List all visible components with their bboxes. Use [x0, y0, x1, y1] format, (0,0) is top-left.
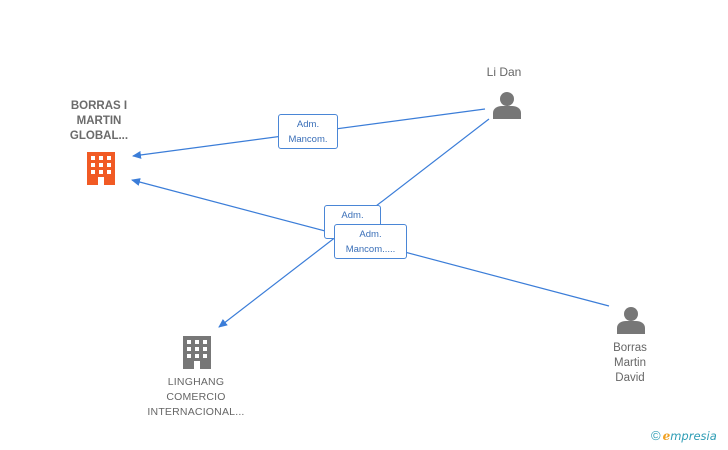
brand-name: mpresia [670, 429, 717, 443]
relation-label-line: Mancom. [288, 134, 328, 145]
relation-label-adm-mancom[interactable]: Adm. Mancom. [278, 114, 338, 149]
relation-label-line: Adm. [296, 119, 320, 130]
empresia-logo: ©empresia [651, 428, 717, 443]
relation-label-adm-mancom-truncated[interactable]: Adm. Mancom..... [334, 224, 407, 259]
person-name-line: David [615, 372, 645, 384]
company-name-borras-global[interactable]: BORRAS I MARTIN GLOBAL... [40, 99, 158, 144]
company-name-line: BORRAS I [70, 100, 128, 112]
building-icon[interactable] [183, 336, 211, 369]
company-name-line: INTERNACIONAL... [147, 406, 245, 418]
company-name-line: COMERCIO [166, 391, 226, 403]
relation-label-line: Mancom..... [345, 244, 396, 255]
company-name-linghang[interactable]: LINGHANG COMERCIO INTERNACIONAL... [122, 375, 270, 420]
relation-label-line: Adm. [341, 210, 364, 221]
person-name-line: Martin [614, 357, 646, 369]
person-name-borras-martin-david[interactable]: Borras Martin David [590, 341, 670, 386]
brand-initial: e [662, 429, 671, 443]
person-icon[interactable] [493, 92, 521, 119]
person-icon[interactable] [617, 307, 645, 334]
relation-label-line: Adm. [359, 229, 382, 240]
company-name-line: GLOBAL... [69, 130, 129, 142]
company-name-line: LINGHANG [167, 376, 225, 388]
person-name-line: Li Dan [486, 65, 522, 79]
person-name-line: Borras [613, 342, 647, 354]
company-name-line: MARTIN [76, 115, 122, 127]
person-name-li-dan[interactable]: Li Dan [464, 65, 544, 80]
copyright-symbol: © [651, 428, 661, 443]
building-icon[interactable] [87, 152, 115, 185]
